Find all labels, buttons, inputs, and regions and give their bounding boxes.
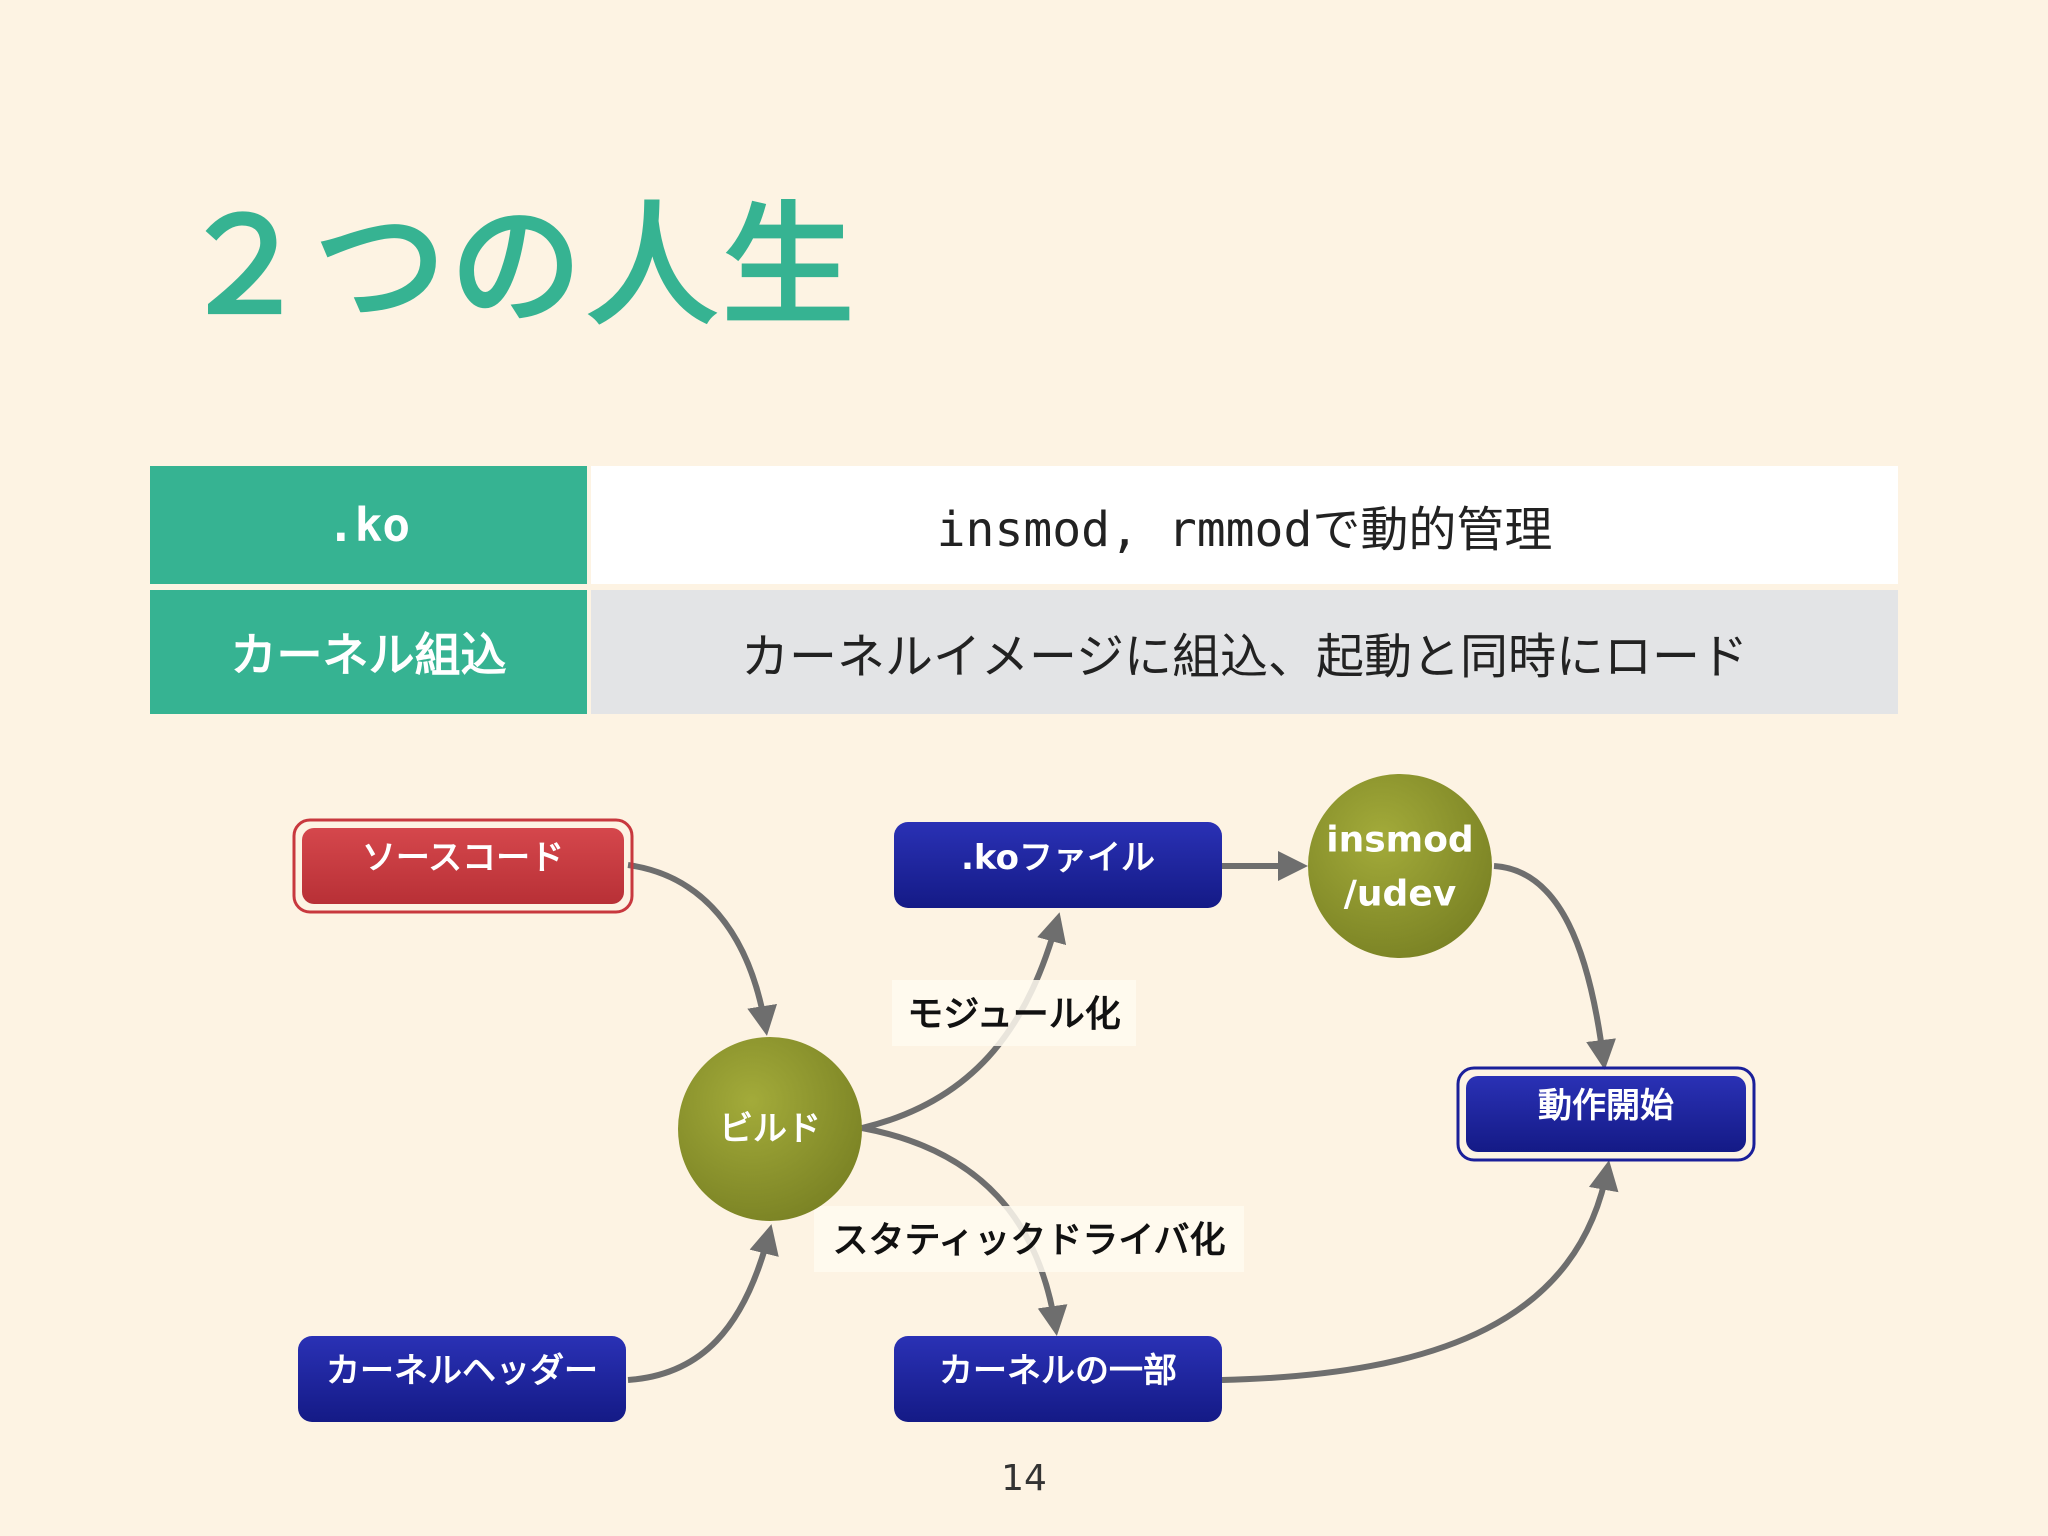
node-ko-file: .koファイル bbox=[894, 822, 1222, 908]
table-row-header: .ko bbox=[150, 466, 587, 584]
svg-text:insmod: insmod bbox=[1326, 820, 1473, 861]
svg-text:カーネルヘッダー: カーネルヘッダー bbox=[326, 1351, 598, 1391]
table-row-header: カーネル組込 bbox=[150, 590, 587, 714]
edge-build-to-ko bbox=[861, 912, 1067, 1131]
svg-text:カーネルの一部: カーネルの一部 bbox=[939, 1351, 1177, 1391]
node-source-code: ソースコード bbox=[292, 818, 634, 914]
edge-header-to-build bbox=[627, 1224, 779, 1383]
table-row: .ko insmod, rmmodで動的管理 bbox=[150, 466, 1898, 584]
node-insmod: insmod /udev bbox=[1308, 774, 1492, 958]
edge-label-static-driver: スタティックドライバ化 bbox=[814, 1206, 1244, 1272]
edge-source-to-build bbox=[627, 862, 778, 1036]
edge-build-to-kernel-part bbox=[861, 1125, 1068, 1336]
edge-insmod-to-start bbox=[1493, 863, 1616, 1070]
node-build: ビルド bbox=[678, 1037, 862, 1221]
page-number: 14 bbox=[1001, 1458, 1047, 1499]
svg-text:/udev: /udev bbox=[1344, 874, 1456, 915]
table-row: カーネル組込 カーネルイメージに組込、起動と同時にロード bbox=[150, 590, 1898, 714]
node-start: 動作開始 bbox=[1456, 1066, 1756, 1162]
svg-text:ビルド: ビルド bbox=[719, 1109, 821, 1149]
svg-text:動作開始: 動作開始 bbox=[1538, 1086, 1674, 1126]
edge-kernel-part-to-start bbox=[1221, 1160, 1619, 1383]
svg-text:スタティックドライバ化: スタティックドライバ化 bbox=[832, 1220, 1225, 1261]
node-kernel-part: カーネルの一部 bbox=[894, 1336, 1222, 1422]
svg-text:ソースコード: ソースコード bbox=[362, 838, 564, 878]
node-kernel-header: カーネルヘッダー bbox=[298, 1336, 626, 1422]
edge-label-module: モジュール化 bbox=[892, 980, 1136, 1046]
svg-text:.koファイル: .koファイル bbox=[961, 838, 1155, 878]
diagram-edges bbox=[627, 851, 1619, 1383]
svg-text:モジュール化: モジュール化 bbox=[907, 994, 1120, 1035]
table-row-description: カーネルイメージに組込、起動と同時にロード bbox=[591, 590, 1898, 714]
slide-title: ２つの人生 bbox=[178, 190, 858, 344]
table-row-description: insmod, rmmodで動的管理 bbox=[591, 466, 1898, 584]
